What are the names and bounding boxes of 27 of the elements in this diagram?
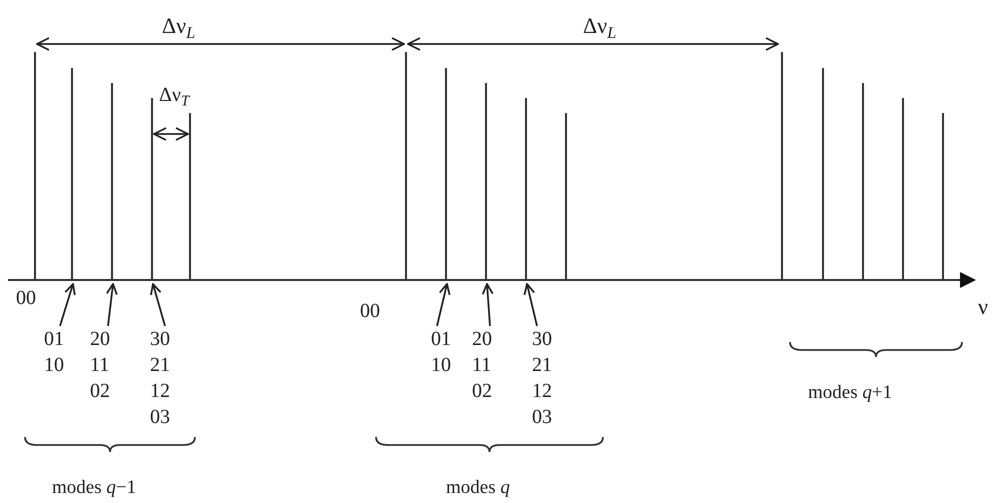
group-label: modes q <box>446 478 510 499</box>
mode-index-list: 20 11 02 <box>472 326 496 404</box>
group-label: modes q−1 <box>52 478 136 499</box>
leader-arrow <box>436 283 450 326</box>
axis-label: ν <box>978 295 988 320</box>
leader-arrow <box>524 283 538 326</box>
leader-arrow <box>482 283 494 326</box>
spectral-line <box>445 68 447 280</box>
dimension-label: Δν$_{L}$ <box>162 14 196 42</box>
spectral-line <box>111 83 113 280</box>
group-label: modes q+1 <box>808 383 892 404</box>
mode-index-list: 01 10 <box>431 326 455 378</box>
spectral-line <box>71 68 73 280</box>
mode-index-list: 20 11 02 <box>90 326 114 404</box>
spectral-line <box>525 98 527 280</box>
dimension-label: Δν$_{L}$ <box>583 14 616 42</box>
leader-arrow <box>150 283 166 326</box>
spectral-line <box>151 98 153 280</box>
spectral-line <box>485 83 487 280</box>
mode-label: 00 <box>360 300 380 322</box>
leader-arrow <box>106 283 118 326</box>
mode-index-list: 30 21 12 03 <box>532 326 556 430</box>
mode-label: 00 <box>16 287 36 309</box>
mode-index-list: 30 21 12 03 <box>150 326 174 430</box>
mode-index-list: 01 10 <box>44 326 68 378</box>
dimension-label: Δν$_{T}$ <box>159 84 190 110</box>
leader-arrow <box>59 283 76 326</box>
